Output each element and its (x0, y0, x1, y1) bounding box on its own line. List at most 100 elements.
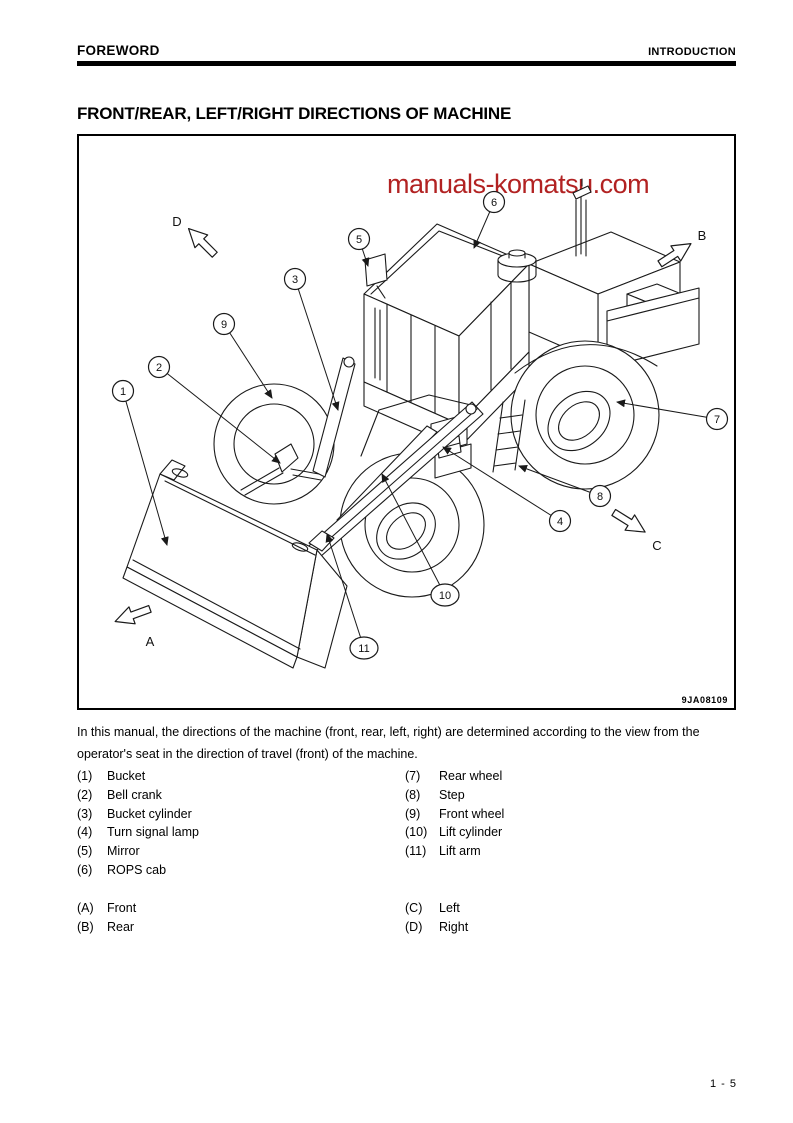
list-item: (9) Front wheel (405, 805, 735, 824)
part-number: (4) (77, 825, 93, 840)
letter-label: Front (107, 901, 137, 915)
callout-number: 7 (714, 414, 720, 426)
rops-cab-drawing (363, 223, 530, 449)
callout-circle (283, 267, 307, 291)
part-label: Turn signal lamp (107, 825, 199, 840)
callout-leader-line (518, 465, 601, 497)
part-number: (1) (77, 769, 93, 783)
letters-list-left: (A)Front(B) Rear (77, 899, 397, 937)
letter-label: Rear (107, 919, 135, 934)
letter-label: Right (439, 919, 469, 934)
callout-circle (349, 636, 379, 660)
machine-line-art (122, 178, 700, 669)
callout-circle (111, 379, 135, 403)
header-section-label: FOREWORD (77, 43, 160, 58)
front-wheel-far-drawing (213, 383, 335, 505)
list-item: (11) Lift arm (405, 842, 735, 861)
callout-circle (430, 583, 460, 607)
part-label: Bucket (107, 769, 146, 783)
callout-leader-line (616, 399, 718, 420)
callout-number: 3 (292, 274, 298, 286)
air-cleaner-drawing (497, 249, 537, 283)
letter-key: (D) (405, 919, 423, 934)
figure-code: 9JA08109 (681, 695, 728, 705)
callout-number: 8 (597, 491, 603, 503)
figure-callouts: 1 2 9 3 5 6 7 8 4 10 11 (111, 190, 729, 660)
direction-letter: C (652, 538, 661, 553)
list-item: (2) Bell crank (77, 786, 397, 805)
callout-number: 11 (358, 643, 369, 655)
page-number: 1 - 5 (709, 1078, 737, 1090)
part-number: (6) (77, 862, 93, 877)
direction-letter: A (146, 634, 155, 649)
exhaust-pipe-drawing (572, 178, 592, 257)
parts-list-left: (1) Bucket (2) Bell crank (3) Bucket cylinder… (77, 767, 397, 880)
callout-leader-line (442, 446, 561, 522)
figure-box: manuals-komatsu.com (77, 134, 736, 710)
parts-list-right: (7)Rear wheel(8) Step (9) Front wheel (10) Li… (405, 767, 735, 861)
list-item: (1) Bucket (77, 767, 397, 786)
callout-leader-line (122, 390, 169, 546)
callout-number: 6 (491, 197, 497, 209)
part-label: Bucket cylinder (107, 806, 192, 821)
callout-leader-line (158, 366, 281, 464)
part-number: (7) (405, 769, 421, 783)
callout-circle (548, 509, 572, 533)
callout-leader-line (325, 533, 365, 649)
part-number: (8) (405, 787, 421, 802)
callout-circle (482, 190, 506, 214)
direction-block-arrow (114, 604, 152, 625)
list-item: (3) Bucket cylinder (77, 805, 397, 824)
part-number: (3) (77, 806, 93, 821)
list-item: (5)Mirror (77, 842, 397, 861)
callout-number: 5 (356, 234, 362, 246)
callout-circle (347, 227, 371, 251)
header-rule (77, 61, 736, 66)
part-label: Bell crank (107, 787, 162, 802)
callout-circle (147, 355, 171, 379)
list-item: (D) Right (405, 918, 735, 937)
part-number: (9) (405, 806, 421, 821)
callout-leader-line (223, 323, 273, 399)
direction-block-arrow (611, 508, 646, 533)
list-item: (C)Left (405, 899, 735, 918)
mirror-drawing (364, 253, 388, 299)
callout-number: 9 (221, 319, 227, 331)
list-item: (10) Lift cylinder (405, 823, 735, 842)
header-chapter-label: INTRODUCTION (648, 46, 736, 58)
letter-key: (B) (77, 919, 94, 934)
rear-wheel-drawing (510, 340, 660, 490)
list-item: (B) Rear (77, 918, 397, 937)
callout-number: 10 (439, 590, 451, 602)
list-item: (6)ROPS cab (77, 861, 397, 880)
letter-label: Left (439, 901, 460, 915)
part-number: (11) (405, 844, 427, 859)
callout-circle (588, 484, 612, 508)
direction-letter: D (172, 214, 181, 229)
part-number: (10) (405, 825, 428, 840)
callout-circle (705, 407, 729, 431)
list-item: (8) Step (405, 786, 735, 805)
list-item: (A)Front (77, 899, 397, 918)
list-item: (7)Rear wheel (405, 767, 735, 786)
bell-crank-drawing (240, 443, 299, 496)
callout-number: 1 (120, 386, 126, 398)
part-label: Lift arm (439, 844, 481, 859)
direction-letter: B (698, 228, 707, 243)
part-number: (2) (77, 787, 93, 802)
part-label: Front wheel (439, 806, 505, 821)
part-label: Mirror (107, 844, 140, 859)
machine-diagram: 1 2 9 3 5 6 7 8 4 10 11 D B A C (111, 178, 729, 669)
page-title: FRONT/REAR, LEFT/RIGHT DIRECTIONS OF MAC… (77, 104, 512, 123)
direction-arrows: D B A C (114, 214, 707, 649)
callout-number: 2 (156, 362, 162, 374)
callout-number: 4 (557, 516, 563, 528)
direction-block-arrow (187, 227, 218, 258)
part-label: Lift cylinder (439, 825, 503, 840)
bucket-drawing (122, 459, 348, 669)
part-label: Step (439, 787, 465, 802)
callout-leader-line (381, 473, 446, 596)
step-drawing (492, 399, 526, 473)
callout-leader-line (294, 278, 340, 411)
